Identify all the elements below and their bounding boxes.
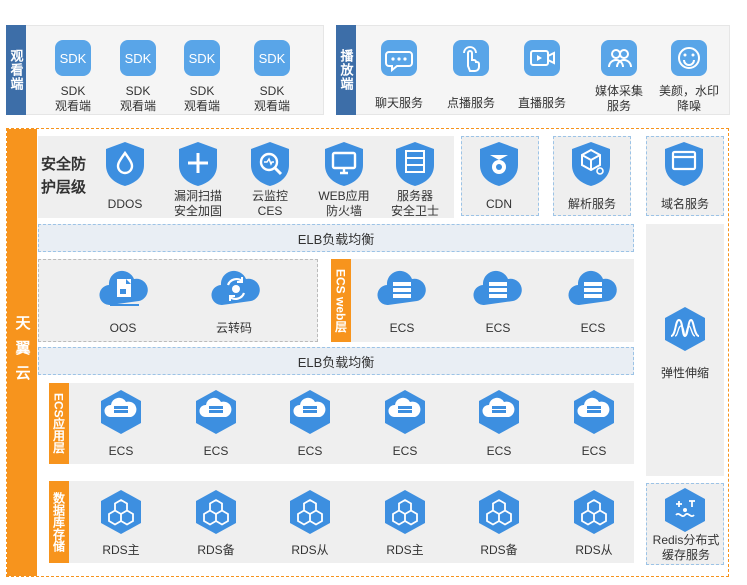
sec-label: 云监控 CES <box>251 189 288 218</box>
sdk-item: SDK <box>181 40 223 76</box>
app-ecs-label: ECS <box>581 444 607 458</box>
ecs-cloud-icon <box>472 265 524 309</box>
player-label-vod: 点播服务 <box>446 96 495 110</box>
app-ecs-label: ECS <box>203 444 229 458</box>
users-icon <box>601 40 637 76</box>
chat-icon <box>381 40 417 76</box>
app-layer-label: ECS应用层 <box>49 383 69 464</box>
monitor-icon <box>323 141 365 187</box>
storage-panel <box>38 259 318 342</box>
elastic-label: 弹性伸缩 <box>660 366 709 380</box>
rds-hex-icon <box>287 489 333 535</box>
storage-label: 云转码 <box>215 321 252 335</box>
rds-hex-icon <box>382 489 428 535</box>
service-label: 解析服务 <box>567 197 616 211</box>
sdk-tile: SDK <box>55 40 91 76</box>
ecs-hex-icon <box>476 389 522 435</box>
redis-panel <box>646 483 724 565</box>
sec-label: 漏洞扫描 安全加固 <box>173 189 222 218</box>
player-label-live: 直播服务 <box>517 96 566 110</box>
sec-label: 服务器 安全卫士 <box>390 189 439 218</box>
elb-bar-2: ELB负载均衡 <box>38 347 634 375</box>
sdk-tile: SDK <box>184 40 220 76</box>
player-label: 播放端 <box>336 25 356 115</box>
sdk-label: SDK 观看端 <box>253 84 290 113</box>
rds-hex-icon <box>98 489 144 535</box>
sdk-item: SDK <box>251 40 293 76</box>
ecs-hex-icon <box>287 389 333 435</box>
web-ecs-label: ECS <box>389 321 415 335</box>
sdk-label: SDK 观看端 <box>54 84 91 113</box>
db-rds-label: RDS主 <box>386 543 424 557</box>
ecs-hex-icon <box>382 389 428 435</box>
db-rds-label: RDS从 <box>575 543 613 557</box>
smile-icon <box>671 40 707 76</box>
app-ecs-label: ECS <box>108 444 134 458</box>
cube-icon <box>570 141 612 187</box>
web-ecs-label: ECS <box>580 321 606 335</box>
video-icon <box>524 40 560 76</box>
touch-icon <box>453 40 489 76</box>
db-rds-label: RDS主 <box>102 543 140 557</box>
cloud-side-label: 天翼云 <box>7 129 37 576</box>
sec-label: WEB应用 防火墙 <box>318 189 370 218</box>
db-layer-panel <box>69 481 634 563</box>
ecs-hex-icon <box>98 389 144 435</box>
viewer-label: 观看端 <box>6 25 26 115</box>
ecs-cloud-icon <box>567 265 619 309</box>
app-ecs-label: ECS <box>392 444 418 458</box>
monitor-search-icon <box>249 141 291 187</box>
service-label: CDN <box>486 197 512 211</box>
player-label-chat: 聊天服务 <box>374 96 423 110</box>
web-layer-label: ECS web层 <box>331 259 351 342</box>
transcode-cloud-icon <box>210 265 262 309</box>
app-ecs-label: ECS <box>297 444 323 458</box>
plus-icon <box>177 141 219 187</box>
player-label-beauty: 美颜，水印 降噪 <box>658 84 719 113</box>
sdk-label: SDK 观看端 <box>119 84 156 113</box>
redis-hex-icon <box>662 487 708 533</box>
sdk-tile: SDK <box>254 40 290 76</box>
db-layer-label: 数据库存储 <box>49 481 69 563</box>
app-layer-panel <box>69 383 634 464</box>
db-rds-label: RDS从 <box>291 543 329 557</box>
ecs-hex-icon <box>193 389 239 435</box>
drop-icon <box>104 141 146 187</box>
rds-hex-icon <box>571 489 617 535</box>
sec-label: DDOS <box>107 197 143 211</box>
oos-cloud-icon <box>98 265 150 309</box>
sdk-tile: SDK <box>120 40 156 76</box>
redis-label: Redis分布式 缓存服务 <box>652 533 720 562</box>
rds-hex-icon <box>476 489 522 535</box>
sdk-item: SDK <box>117 40 159 76</box>
storage-label: OOS <box>109 321 137 335</box>
player-label-capture: 媒体采集 服务 <box>594 84 643 113</box>
ecs-cloud-icon <box>376 265 428 309</box>
service-label: 域名服务 <box>660 197 709 211</box>
ecs-hex-icon <box>571 389 617 435</box>
cdn-icon <box>478 141 520 187</box>
app-ecs-label: ECS <box>486 444 512 458</box>
server-icon <box>394 141 436 187</box>
window-icon <box>663 141 705 187</box>
elb-bar-1: ELB负载均衡 <box>38 224 634 252</box>
web-ecs-label: ECS <box>485 321 511 335</box>
security-title: 安全防 护层级 <box>41 156 87 196</box>
db-rds-label: RDS备 <box>197 543 235 557</box>
wave-hex-icon <box>662 306 708 352</box>
cloud-frame <box>6 128 729 577</box>
sdk-item: SDK <box>52 40 94 76</box>
sdk-label: SDK 观看端 <box>183 84 220 113</box>
rds-hex-icon <box>193 489 239 535</box>
db-rds-label: RDS备 <box>480 543 518 557</box>
